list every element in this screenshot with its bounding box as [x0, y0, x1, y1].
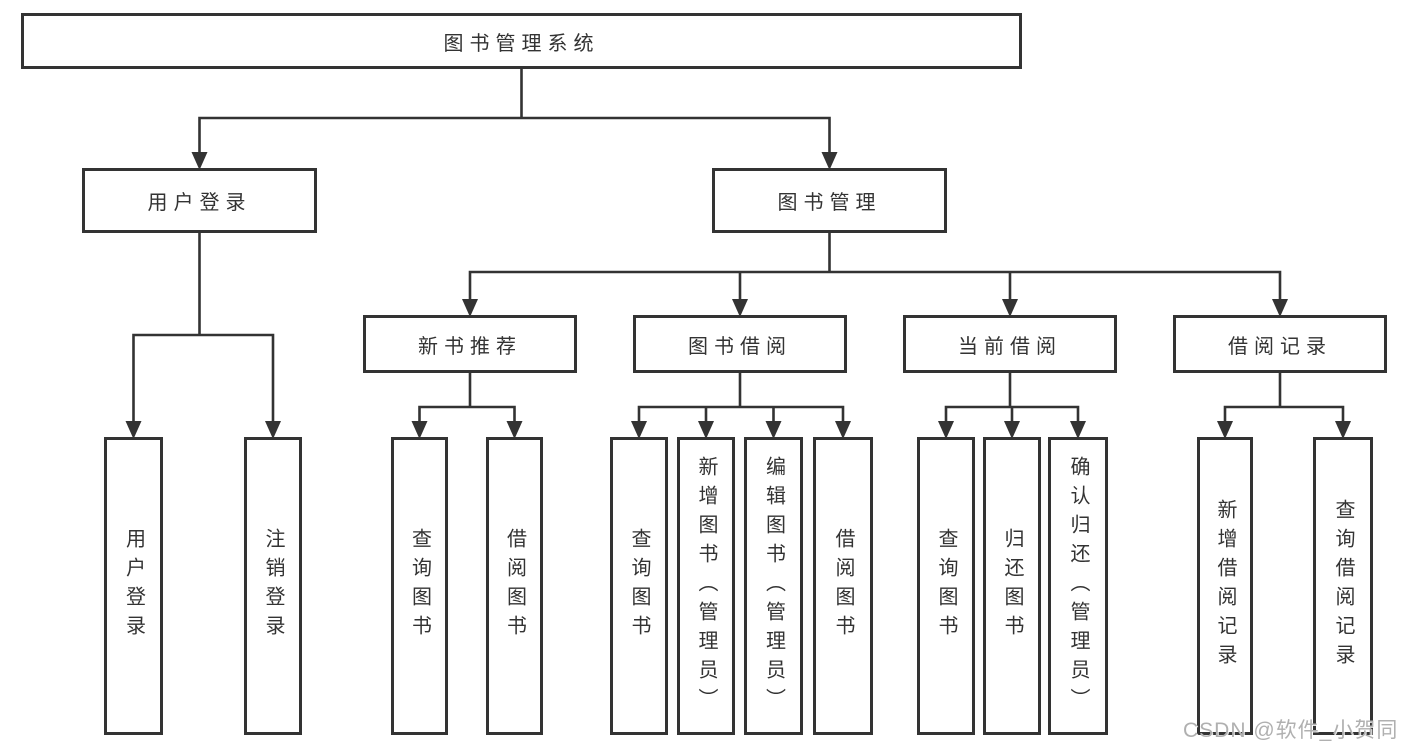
leaf-bb-edit-book-admin: 编辑图书（管理员）: [744, 437, 803, 735]
node-book-borrow: 图书借阅: [633, 315, 847, 373]
arrowhead: [821, 152, 838, 170]
node-current-borrow: 当前借阅: [903, 315, 1117, 373]
connector-current-borrow: [944, 373, 1080, 421]
node-root: 图书管理系统: [21, 13, 1022, 69]
arrowhead: [125, 421, 142, 439]
leaf-user-login-label: 用户登录: [122, 528, 145, 644]
leaf-bb-query-book-label: 查询图书: [628, 528, 650, 644]
leaf-cb-query-book-label: 查询图书: [935, 528, 957, 644]
leaf-bb-edit-book-admin-label: 编辑图书（管理员）: [762, 455, 785, 717]
arrowhead: [191, 152, 208, 170]
connector-book-borrow: [637, 373, 845, 421]
arrowhead: [631, 421, 647, 439]
leaf-bb-borrow-book-label: 借阅图书: [832, 528, 854, 644]
leaf-user-login: 用户登录: [104, 437, 163, 735]
node-root-label: 图书管理系统: [443, 32, 600, 55]
arrowhead: [732, 299, 748, 317]
arrowhead: [835, 421, 851, 439]
leaf-cb-confirm-return-admin-label: 确认归还（管理员）: [1067, 455, 1089, 717]
leaf-cb-confirm-return-admin: 确认归还（管理员）: [1048, 437, 1108, 735]
node-user-login-label: 用户登录: [147, 192, 252, 214]
arrowhead: [1335, 421, 1351, 439]
leaf-bb-add-book-admin-label: 新增图书（管理员）: [695, 455, 717, 717]
leaf-nb-query-book-label: 查询图书: [408, 528, 431, 644]
leaf-cb-query-book: 查询图书: [917, 437, 975, 735]
leaf-br-add-borrow-record-label: 新增借阅记录: [1214, 499, 1236, 673]
leaf-cb-return-book-label: 归还图书: [1001, 528, 1023, 644]
node-book-management: 图书管理: [712, 168, 947, 233]
leaf-br-query-borrow-record-label: 查询借阅记录: [1332, 499, 1354, 673]
leaf-nb-query-book: 查询图书: [391, 437, 448, 735]
leaf-bb-borrow-book: 借阅图书: [813, 437, 873, 735]
watermark: CSDN @软件_小贺同学: [1183, 719, 1399, 742]
node-borrow-record: 借阅记录: [1173, 315, 1387, 373]
arrowhead: [1272, 299, 1288, 317]
arrowhead: [506, 421, 523, 439]
leaf-bb-add-book-admin: 新增图书（管理员）: [677, 437, 735, 735]
arrowhead: [1004, 421, 1020, 439]
arrowhead: [411, 421, 428, 439]
leaf-br-add-borrow-record: 新增借阅记录: [1197, 437, 1253, 735]
node-book-borrow-label: 图书借阅: [688, 335, 792, 358]
arrowhead: [462, 299, 478, 317]
leaf-logout-login: 注销登录: [244, 437, 302, 735]
connector-user-login: [132, 233, 275, 421]
leaf-cb-return-book: 归还图书: [983, 437, 1041, 735]
arrowhead: [1070, 421, 1086, 439]
node-user-login: 用户登录: [82, 168, 317, 233]
leaf-logout-login-label: 注销登录: [262, 528, 284, 644]
leaf-nb-borrow-book: 借阅图书: [486, 437, 543, 735]
node-borrow-record-label: 借阅记录: [1228, 335, 1332, 358]
leaf-nb-borrow-book-label: 借阅图书: [503, 528, 526, 644]
node-new-book-recommend-label: 新书推荐: [418, 335, 522, 358]
connector-root: [198, 69, 831, 152]
node-current-borrow-label: 当前借阅: [958, 335, 1062, 358]
node-new-book-recommend: 新书推荐: [363, 315, 577, 373]
arrowhead: [938, 421, 954, 439]
arrowhead: [1002, 299, 1018, 317]
node-book-management-label: 图书管理: [777, 192, 882, 214]
arrowhead: [698, 421, 714, 439]
connector-borrow-record: [1223, 373, 1345, 421]
connector-new-book: [418, 373, 516, 421]
leaf-bb-query-book: 查询图书: [610, 437, 668, 735]
leaf-br-query-borrow-record: 查询借阅记录: [1313, 437, 1373, 735]
connector-book-management: [468, 233, 1282, 299]
arrowhead: [265, 421, 281, 439]
arrowhead: [1217, 421, 1233, 439]
arrowhead: [765, 421, 782, 439]
